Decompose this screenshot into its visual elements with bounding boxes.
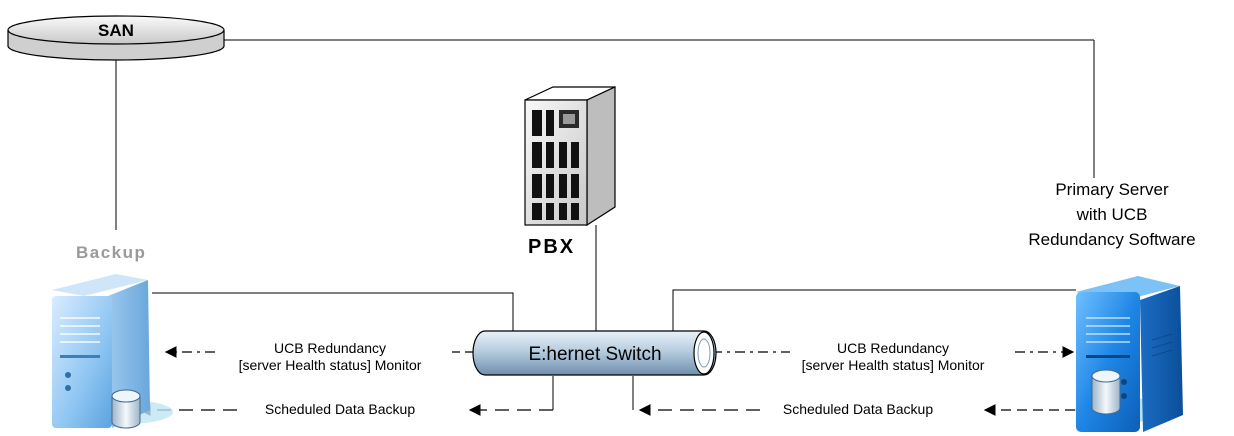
ethernet-switch-icon: E:hernet Switch: [472, 330, 717, 376]
monitor-left-label-line-1: UCB Redundancy: [274, 340, 386, 356]
pbx-cabinet-icon: [524, 86, 616, 227]
san-disk-icon: SAN: [7, 15, 225, 61]
primary-label-line-3: Redundancy Software: [1028, 230, 1195, 249]
backup-server-icon: [52, 274, 173, 429]
primary-label-line-2: with UCB: [1076, 205, 1148, 224]
backup-label: Backup: [76, 243, 146, 262]
primary-server-label: Primary Server with UCB Redundancy Softw…: [1028, 180, 1195, 249]
connection-lines: [115, 39, 1095, 410]
switch-label: E:hernet Switch: [528, 344, 661, 365]
primary-label-line-1: Primary Server: [1055, 180, 1169, 199]
backup-left-label: Scheduled Data Backup: [265, 401, 415, 417]
primary-to-switch-line: [672, 289, 1076, 333]
primary-disk-icon: [1091, 369, 1121, 415]
backup-to-switch-line: [152, 292, 514, 333]
monitor-right-label-line-1: UCB Redundancy: [837, 340, 949, 356]
san-label: SAN: [98, 21, 134, 40]
backup-disk-icon: [111, 389, 141, 429]
pbx-label: PBX: [528, 236, 575, 258]
monitor-left-label-line-2: [server Health status] Monitor: [239, 357, 422, 373]
monitor-right-label-line-2: [server Health status] Monitor: [802, 357, 985, 373]
primary-server-icon: [1075, 276, 1183, 432]
dashed-arrows: [138, 346, 1075, 416]
backup-right-label: Scheduled Data Backup: [783, 401, 933, 417]
